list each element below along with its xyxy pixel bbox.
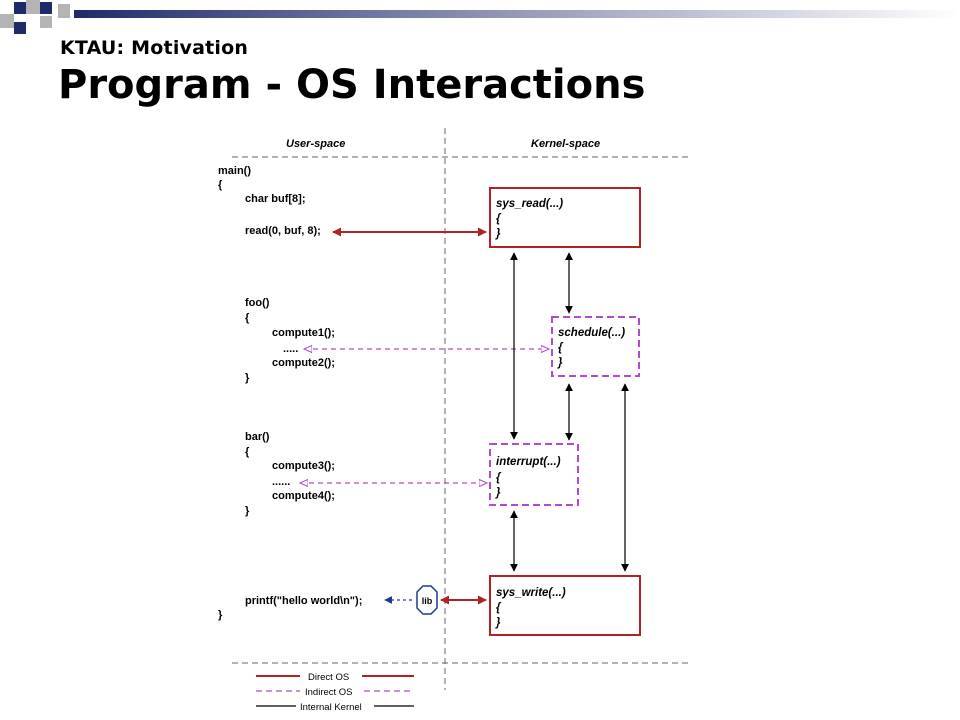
code-main: main() — [218, 165, 251, 177]
legend-internal-label: Internal Kernel — [300, 702, 362, 713]
sys-read-close: } — [495, 228, 501, 240]
interrupt-open: { — [496, 472, 502, 484]
code-bar-dots: ...... — [272, 476, 290, 488]
code-bar-close: } — [245, 505, 250, 517]
sys-write-box: sys_write(...) { } — [489, 575, 641, 636]
slide-title: Program - OS Interactions — [58, 62, 646, 108]
code-compute4: compute4(); — [272, 490, 335, 502]
lib-node: lib — [416, 585, 438, 615]
kernel-space-header: Kernel-space — [531, 138, 600, 150]
sys-read-box-frame — [489, 187, 641, 248]
code-foo-close: } — [245, 372, 250, 384]
decor-band — [74, 10, 960, 18]
code-bar-open: { — [245, 446, 250, 458]
slide-subtitle: KTAU: Motivation — [60, 37, 249, 59]
sys-read-open: { — [496, 213, 502, 225]
lib-label: lib — [422, 596, 433, 606]
code-buf-decl: char buf[8]; — [245, 193, 306, 205]
decor-square — [58, 4, 70, 18]
code-foo-open: { — [245, 312, 250, 324]
decor-square — [14, 2, 26, 14]
schedule-close: } — [557, 357, 563, 369]
sys-read-name: sys_read(...) — [496, 198, 563, 210]
schedule-box-frame — [551, 316, 640, 377]
decor-square — [14, 22, 26, 34]
sys-write-open: { — [496, 602, 502, 614]
legend-direct-label: Direct OS — [308, 672, 349, 683]
schedule-box: schedule(...) { } — [551, 316, 640, 377]
legend: Direct OS Indirect OS Internal Kernel — [256, 672, 414, 713]
lib-octagon — [416, 585, 438, 615]
legend-indirect-label: Indirect OS — [305, 687, 353, 698]
code-bar: bar() — [245, 431, 270, 443]
user-space-header: User-space — [286, 138, 345, 150]
code-close-brace: } — [218, 609, 223, 621]
sys-read-box: sys_read(...) { } — [489, 187, 641, 248]
code-compute2: compute2(); — [272, 357, 335, 369]
interrupt-name: interrupt(...) — [496, 456, 561, 468]
code-compute3: compute3(); — [272, 460, 335, 472]
code-printf-call: printf("hello world\n"); — [245, 595, 362, 607]
schedule-open: { — [558, 342, 564, 354]
interrupt-close: } — [495, 487, 501, 499]
code-open-brace: { — [218, 179, 223, 191]
decor-square — [40, 16, 52, 28]
schedule-name: schedule(...) — [558, 327, 625, 339]
code-compute1: compute1(); — [272, 327, 335, 339]
interrupt-box: interrupt(...) { } — [489, 443, 579, 506]
header-decoration — [0, 0, 960, 34]
sys-write-name: sys_write(...) — [496, 587, 566, 599]
decor-square — [40, 2, 52, 14]
decor-square — [0, 14, 14, 28]
code-read-call: read(0, buf, 8); — [245, 225, 321, 237]
sys-write-close: } — [495, 617, 501, 629]
interrupt-box-frame — [489, 443, 579, 506]
code-foo: foo() — [245, 297, 270, 309]
decor-square — [26, 0, 40, 14]
sys-write-box-frame — [489, 575, 641, 636]
code-foo-dots: ..... — [283, 343, 298, 355]
